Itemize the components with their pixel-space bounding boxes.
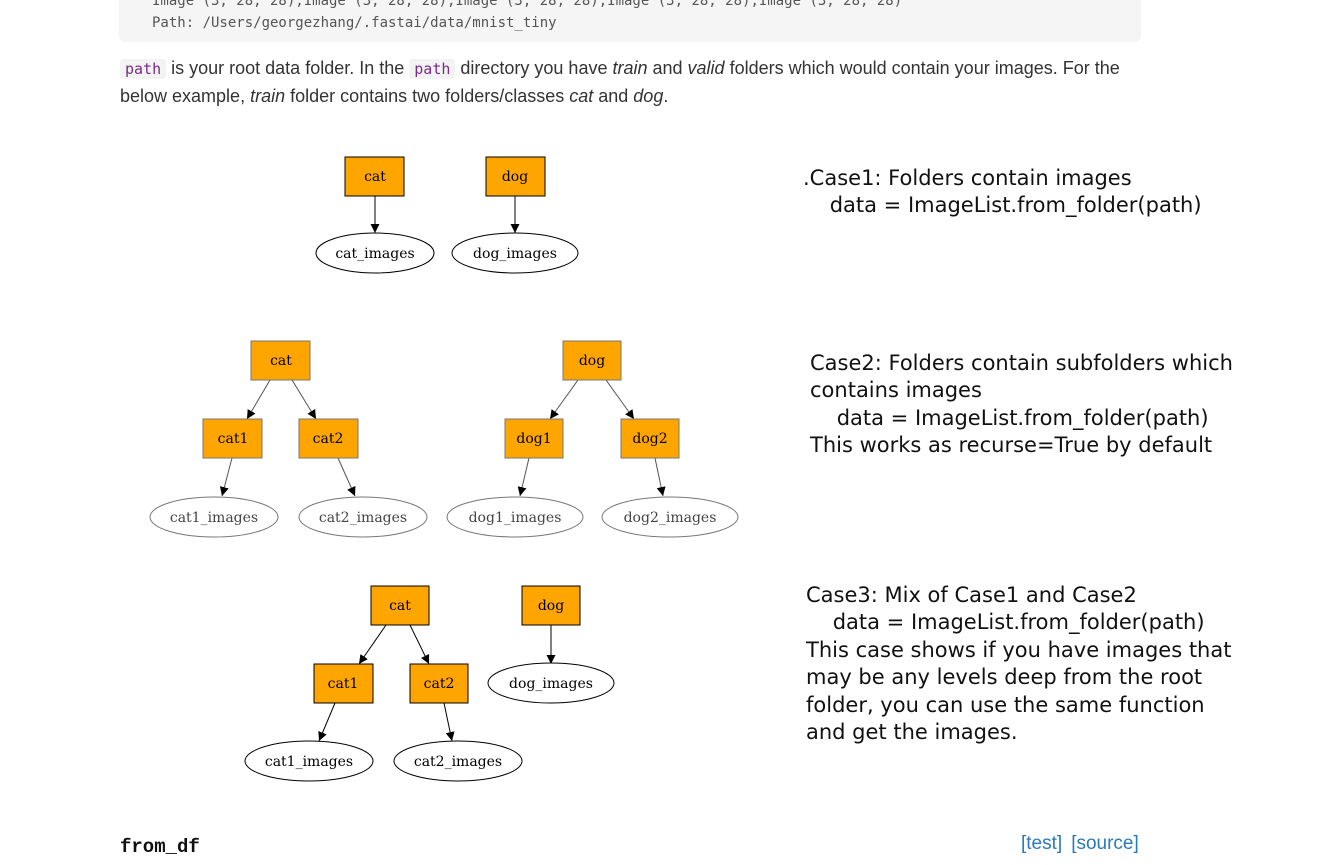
node-cat <box>370 585 430 626</box>
test-link[interactable]: [test] <box>1021 833 1063 854</box>
diagram-case3: cat dog cat1 cat2 dog_images cat1_images… <box>244 585 615 782</box>
intro-paragraph: path is your root data folder. In the pa… <box>120 55 1144 110</box>
node-cat1 <box>313 663 374 704</box>
code-output-line: Image (3, 28, 28),Image (3, 28, 28),Imag… <box>152 0 903 9</box>
emphasis: dog <box>633 86 664 106</box>
text: and <box>647 58 688 78</box>
text: is your root data folder. In the <box>166 58 410 78</box>
node-dog <box>562 340 622 381</box>
node-cat <box>344 156 405 197</box>
node-cat <box>250 340 311 381</box>
node-label: cat2_images <box>414 754 502 770</box>
node-label: cat2 <box>313 431 344 447</box>
node-label: cat1 <box>218 431 249 447</box>
node-label: dog2 <box>632 431 667 447</box>
edge <box>605 379 635 420</box>
text: . <box>663 86 669 106</box>
caption-case1: .Case1: Folders contain images data = Im… <box>803 166 1202 218</box>
edge <box>409 624 430 665</box>
node-cat2 <box>409 663 469 704</box>
node-dog-images <box>451 232 579 274</box>
node-dog2-images <box>601 496 739 538</box>
edge <box>517 457 530 497</box>
node-label: cat <box>270 353 292 369</box>
node-cat-images <box>315 232 435 274</box>
inline-code-path: path <box>409 59 456 79</box>
node-dog-images <box>487 662 615 704</box>
node-label: dog <box>538 598 564 614</box>
diagram-case1: cat dog cat_images dog_images <box>315 156 579 274</box>
node-label: cat <box>364 169 386 185</box>
edge <box>219 457 233 497</box>
node-cat2-images <box>298 496 428 538</box>
node-label: cat1_images <box>170 510 258 526</box>
node-label: dog_images <box>509 676 593 692</box>
node-dog <box>521 585 581 626</box>
node-dog <box>485 156 546 197</box>
caption-case3: Case3: Mix of Case1 and Case2 data = Ima… <box>806 583 1232 745</box>
diagram-case2: cat dog cat1 cat2 dog1 dog2 cat1_images … <box>149 340 739 538</box>
edge <box>318 702 336 742</box>
node-cat1 <box>202 418 263 459</box>
edge <box>291 379 317 420</box>
edge <box>549 379 579 420</box>
edge <box>654 457 666 497</box>
node-cat2-images <box>393 740 523 782</box>
code-output-block: Image (3, 28, 28),Image (3, 28, 28),Imag… <box>119 0 1141 42</box>
inline-code-path: path <box>120 59 167 79</box>
node-label: cat1_images <box>265 754 353 770</box>
node-label: cat1 <box>328 676 359 692</box>
node-label: cat2_images <box>319 510 407 526</box>
function-heading-from-df: from_df <box>120 836 200 858</box>
node-cat1-images <box>244 740 374 782</box>
text: folder contains two folders/classes <box>285 86 570 106</box>
node-cat1-images <box>149 496 279 538</box>
node-label: cat2 <box>424 676 455 692</box>
node-dog1-images <box>446 496 584 538</box>
node-cat2 <box>298 418 359 459</box>
node-label: dog1 <box>516 431 551 447</box>
node-label: dog_images <box>473 246 557 262</box>
text: and <box>593 86 634 106</box>
emphasis: train <box>250 86 286 106</box>
source-link[interactable]: [source] <box>1071 833 1139 854</box>
node-label: dog <box>502 169 528 185</box>
node-label: dog <box>579 353 605 369</box>
caption-case2: Case2: Folders contain subfolders which … <box>810 351 1233 458</box>
text: folders which would contain your images.… <box>120 58 1120 106</box>
text: directory you have <box>455 58 613 78</box>
node-dog2 <box>620 418 680 459</box>
edge <box>246 379 271 420</box>
edge <box>358 624 387 665</box>
node-label: cat <box>389 598 411 614</box>
edge <box>337 457 356 497</box>
node-label: cat_images <box>335 246 414 262</box>
emphasis: train <box>612 58 648 78</box>
edge <box>443 702 455 742</box>
emphasis: cat <box>569 86 594 106</box>
code-output-line: Path: /Users/georgezhang/.fastai/data/mn… <box>152 15 557 31</box>
node-label: dog1_images <box>469 510 562 526</box>
emphasis: valid <box>687 58 725 78</box>
doc-links: [test] [source] <box>1021 833 1148 855</box>
node-label: dog2_images <box>624 510 717 526</box>
node-dog1 <box>504 418 564 459</box>
